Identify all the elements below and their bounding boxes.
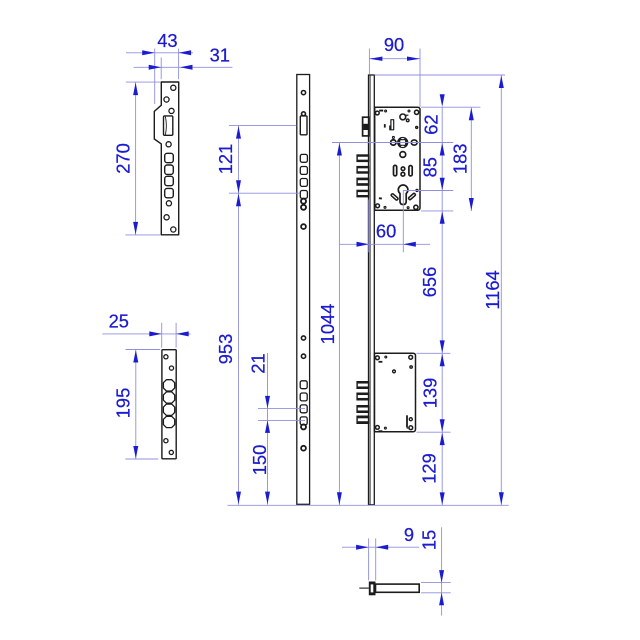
- svg-text:15: 15: [418, 530, 439, 550]
- svg-text:1044: 1044: [317, 304, 338, 345]
- svg-text:195: 195: [113, 388, 134, 419]
- svg-text:139: 139: [420, 378, 441, 409]
- svg-text:60: 60: [376, 221, 396, 242]
- svg-text:656: 656: [419, 267, 440, 298]
- svg-text:121: 121: [215, 144, 236, 175]
- svg-text:129: 129: [419, 453, 440, 484]
- svg-text:183: 183: [450, 144, 471, 175]
- svg-text:150: 150: [249, 445, 270, 476]
- svg-text:21: 21: [248, 353, 269, 373]
- svg-text:43: 43: [157, 30, 177, 51]
- svg-text:85: 85: [420, 157, 441, 177]
- svg-text:1164: 1164: [482, 270, 503, 309]
- svg-text:9: 9: [404, 524, 414, 545]
- svg-text:953: 953: [215, 334, 236, 365]
- svg-text:270: 270: [113, 143, 134, 174]
- svg-text:62: 62: [421, 114, 442, 134]
- svg-text:25: 25: [109, 311, 129, 332]
- svg-text:90: 90: [384, 34, 404, 55]
- svg-text:31: 31: [210, 44, 230, 65]
